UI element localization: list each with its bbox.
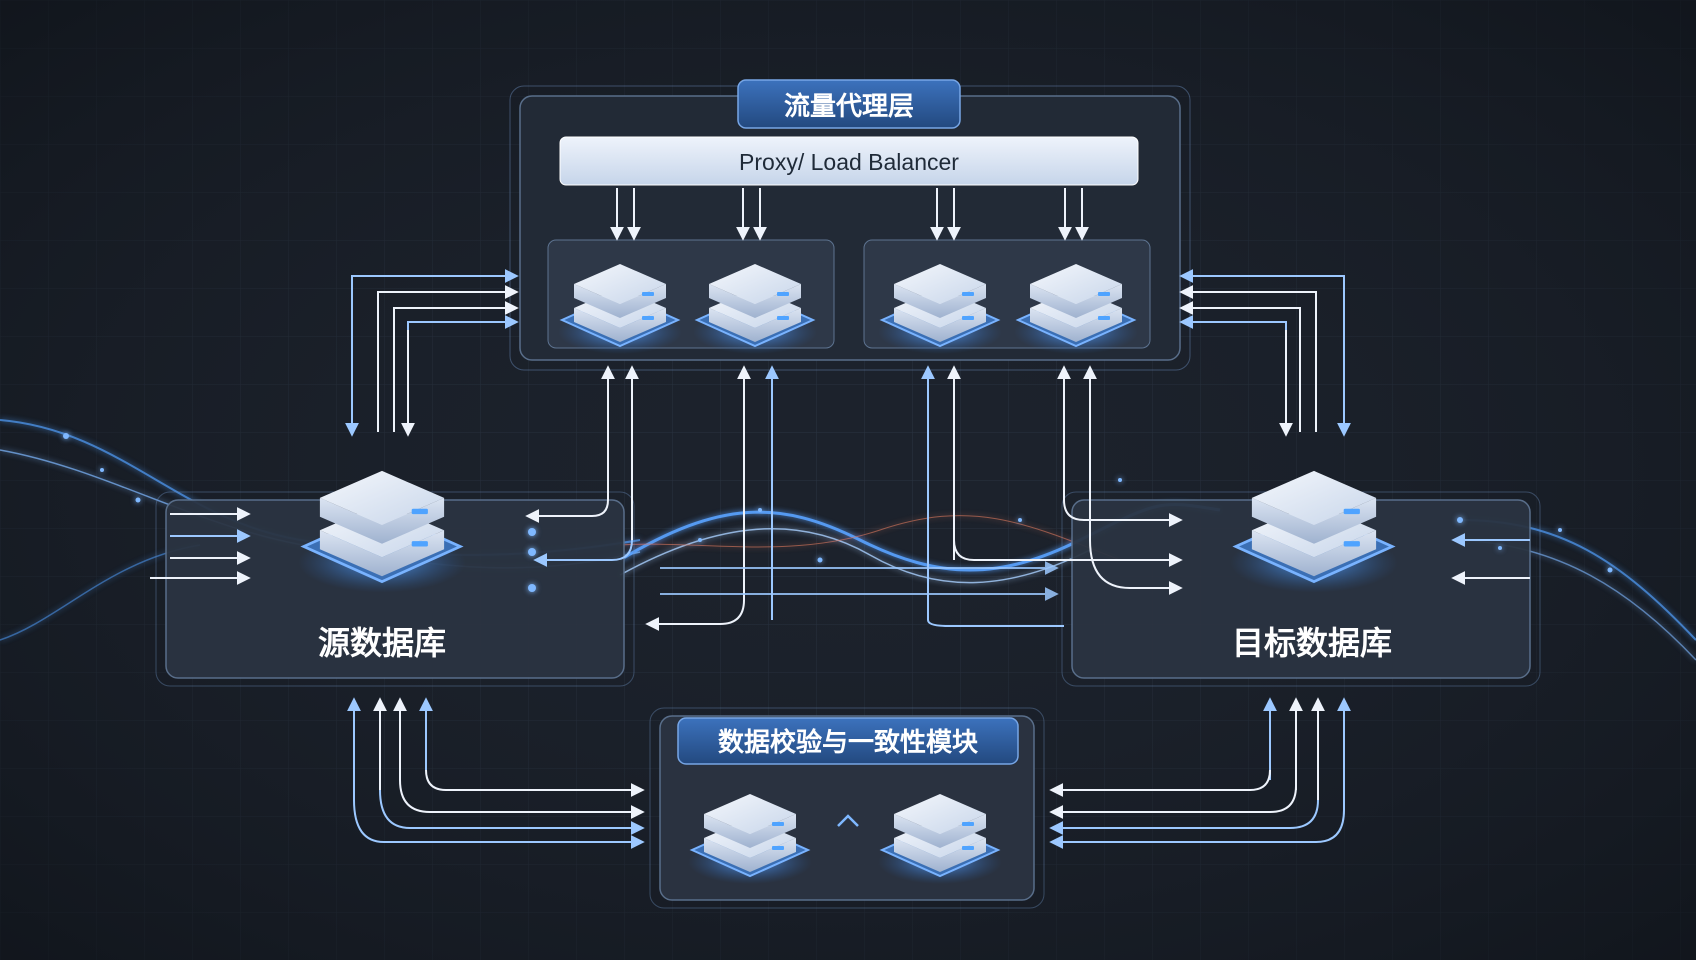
validation-module-outline	[649, 707, 1045, 909]
target-validation-connectors	[1049, 697, 1351, 849]
external-inputs	[150, 507, 1530, 585]
target-database: 目标数据库	[1061, 469, 1541, 687]
proxy-layer: 流量代理层 Proxy/ Load Balancer	[509, 79, 1191, 371]
source-validation-connectors	[347, 697, 645, 849]
load-balancer-label: Proxy/ Load Balancer	[739, 149, 959, 175]
target-db-label: 目标数据库	[1232, 624, 1392, 662]
validation-module-title-badge	[677, 717, 1019, 765]
proxy-layer-title-badge	[737, 79, 961, 129]
load-balancer-bar	[559, 136, 1139, 186]
validation-module-title: 数据校验与一致性模块	[718, 727, 978, 758]
proxy-target-connectors	[660, 365, 1183, 627]
chevron-up-icon	[837, 814, 859, 827]
target-proxy-connectors	[1179, 269, 1351, 437]
proxy-layer-title: 流量代理层	[784, 92, 914, 122]
source-database: 源数据库	[155, 469, 635, 687]
source-db-label: 源数据库	[318, 624, 446, 662]
validation-module: 数据校验与一致性模块	[649, 707, 1045, 909]
particles	[63, 433, 1613, 592]
source-proxy-connectors	[345, 269, 519, 437]
proxy-source-returns	[525, 365, 779, 631]
lb-to-server-arrows	[610, 188, 1089, 241]
